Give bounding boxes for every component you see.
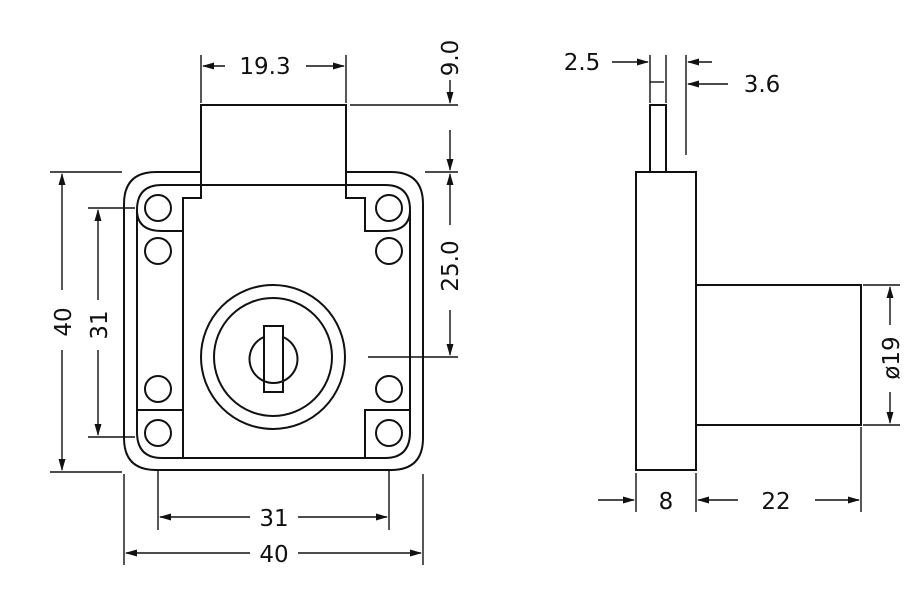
dim-outer-width-label: 40 (259, 542, 288, 568)
dim-top-width: 19.3 (202, 54, 345, 80)
dim-diameter: ø19 (879, 286, 905, 424)
hole-bottom-right-inner (375, 375, 403, 403)
keyway-slot (263, 325, 284, 393)
dim-outer-height: 40 (51, 173, 77, 471)
dim-inner-width: 31 (159, 506, 388, 532)
dim-top-width-label: 19.3 (239, 54, 290, 80)
side-view: 2.5 3.6 ø19 8 22 (564, 50, 905, 515)
cylinder-inner-ring (213, 297, 333, 417)
dim-bolt-offset: 3.6 (687, 58, 781, 98)
front-inner-lower (136, 209, 411, 459)
dim-plate-thickness-label: 8 (659, 489, 674, 515)
dim-plate-thickness: 8 (598, 489, 673, 515)
hole-bottom-left-inner (144, 375, 172, 403)
dim-inner-width-label: 31 (259, 506, 288, 532)
dim-body-length: 22 (697, 489, 860, 515)
dim-cam-offset: 25.0 (438, 173, 464, 356)
key-cylinder (200, 284, 346, 430)
dim-bolt-thickness-label: 2.5 (564, 50, 601, 76)
dim-cam-offset-label: 25.0 (438, 240, 464, 291)
cylinder-core (248, 335, 299, 384)
dim-diameter-label: ø19 (879, 336, 905, 379)
dim-bolt-thickness: 2.5 (564, 50, 664, 83)
dim-bolt-offset-label: 3.6 (744, 72, 781, 98)
hole-bottom-right-outer (375, 419, 403, 447)
front-view: 19.3 9.0 25.0 40 31 (50, 40, 464, 568)
dim-inner-height: 31 (87, 209, 113, 436)
dim-top-height-label: 9.0 (438, 40, 464, 77)
side-bolt (649, 104, 667, 173)
mounting-holes (144, 194, 403, 447)
hole-bottom-left-outer (144, 419, 172, 447)
front-extension-lines (50, 55, 458, 565)
dim-top-height: 9.0 (438, 40, 464, 171)
hole-top-left-inner (144, 237, 172, 265)
side-plate (635, 171, 697, 471)
dim-inner-height-label: 31 (87, 310, 113, 339)
side-cylinder-body (695, 284, 862, 426)
dim-outer-height-label: 40 (51, 307, 77, 336)
front-outer-outline (123, 104, 424, 471)
side-extension-lines (635, 55, 900, 512)
hole-top-right-outer (375, 194, 403, 222)
dim-outer-width: 40 (125, 542, 422, 568)
dim-body-length-label: 22 (761, 489, 790, 515)
hole-top-left-outer (144, 194, 172, 222)
hole-top-right-inner (375, 237, 403, 265)
front-inner-outline (135, 171, 412, 232)
cylinder-outer-ring (200, 284, 346, 430)
